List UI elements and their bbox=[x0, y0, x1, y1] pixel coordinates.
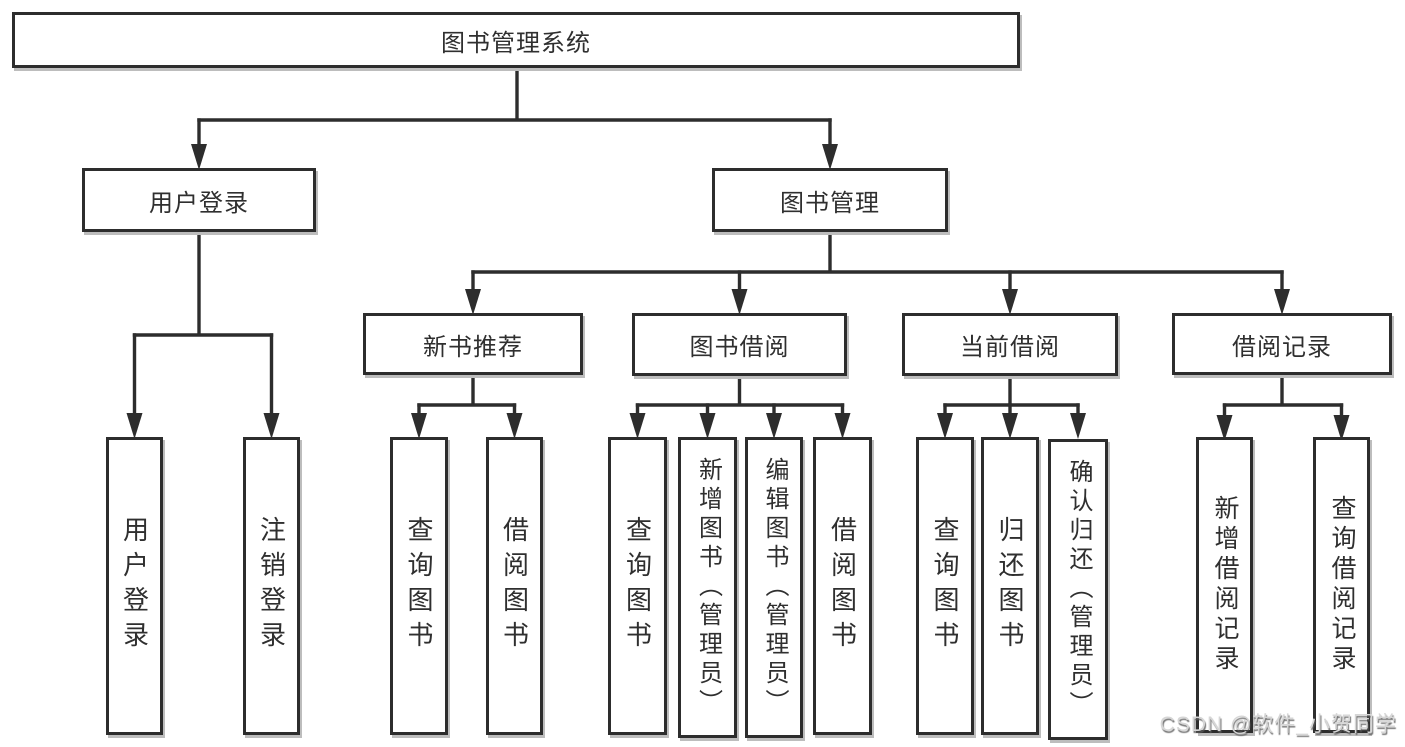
leaf-return-book: 归还图书 bbox=[981, 437, 1039, 735]
leaf-edit-book-admin: 编辑图书（管理员） bbox=[745, 437, 803, 738]
leaf-query-books-recommend: 查询图书 bbox=[390, 437, 448, 735]
leaf-borrow-books-recommend: 借阅图书 bbox=[486, 437, 543, 735]
leaf-borrow-books: 借阅图书 bbox=[813, 437, 872, 735]
leaf-label: 查询借阅记录 bbox=[1328, 495, 1356, 675]
leaf-add-book-admin: 新增图书（管理员） bbox=[678, 437, 737, 738]
leaf-label: 新增借阅记录 bbox=[1211, 495, 1239, 675]
leaf-logout: 注销登录 bbox=[243, 437, 300, 735]
node-new-book-recommend: 新书推荐 bbox=[363, 313, 583, 375]
leaf-label: 查询图书 bbox=[622, 516, 653, 656]
leaf-label: 归还图书 bbox=[995, 516, 1025, 656]
leaf-label: 借阅图书 bbox=[499, 516, 530, 656]
leaf-label: 新增图书（管理员） bbox=[694, 457, 722, 718]
node-user-login-branch: 用户登录 bbox=[82, 168, 316, 232]
leaf-query-books-borrow: 查询图书 bbox=[608, 437, 667, 735]
node-book-borrow: 图书借阅 bbox=[632, 313, 847, 376]
leaf-query-borrow-record: 查询借阅记录 bbox=[1313, 437, 1370, 733]
leaf-label: 查询图书 bbox=[930, 516, 960, 656]
node-current-borrow: 当前借阅 bbox=[902, 313, 1118, 376]
node-borrow-records: 借阅记录 bbox=[1172, 313, 1392, 375]
leaf-query-books-current: 查询图书 bbox=[916, 437, 974, 735]
node-label: 图书管理 bbox=[780, 189, 880, 217]
node-label: 新书推荐 bbox=[423, 333, 523, 361]
leaf-label: 确认归还（管理员） bbox=[1065, 459, 1092, 720]
leaf-label: 注销登录 bbox=[256, 516, 287, 656]
leaf-label: 借阅图书 bbox=[827, 516, 858, 656]
leaf-label: 用户登录 bbox=[119, 516, 150, 656]
leaf-add-borrow-record: 新增借阅记录 bbox=[1196, 437, 1253, 733]
node-label: 借阅记录 bbox=[1232, 333, 1332, 361]
node-label: 用户登录 bbox=[149, 189, 249, 217]
leaf-label: 查询图书 bbox=[404, 516, 434, 656]
csdn-watermark: CSDN @软件_小贺同学 bbox=[1159, 713, 1397, 736]
leaf-user-login: 用户登录 bbox=[106, 437, 163, 735]
node-label: 图书借阅 bbox=[689, 334, 790, 361]
node-book-management-branch: 图书管理 bbox=[712, 168, 948, 232]
node-root: 图书管理系统 bbox=[12, 12, 1020, 68]
node-label: 当前借阅 bbox=[960, 334, 1060, 361]
leaf-confirm-return-admin: 确认归还（管理员） bbox=[1048, 439, 1108, 740]
node-root-label: 图书管理系统 bbox=[441, 29, 591, 57]
leaf-label: 编辑图书（管理员） bbox=[761, 457, 788, 718]
